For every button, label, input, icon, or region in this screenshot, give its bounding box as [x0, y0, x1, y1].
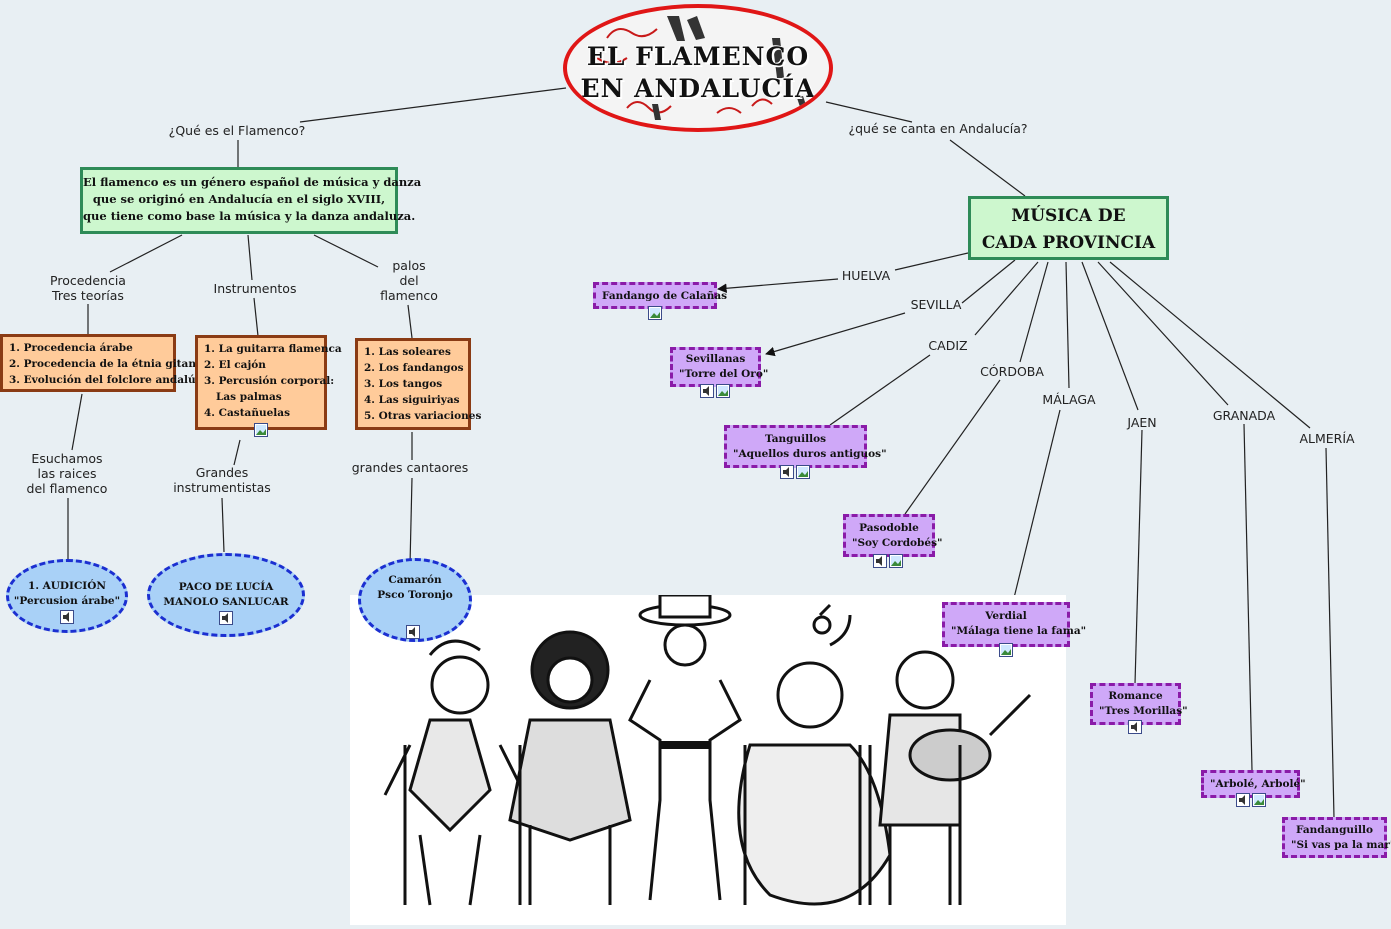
link-label-sevilla: SEVILLA: [910, 297, 962, 312]
link-label-jaen: JAEN: [1127, 415, 1157, 430]
cordoba-attachments: [873, 554, 903, 568]
musica-provincia-node[interactable]: MÚSICA DE CADA PROVINCIA: [968, 196, 1169, 260]
instrumentos-attachments: [254, 423, 268, 437]
sevilla-attachments: [700, 384, 730, 398]
picture-icon[interactable]: [1252, 793, 1266, 807]
link-label-malaga: MÁLAGA: [1042, 392, 1096, 407]
jaen-attachments: [1128, 720, 1142, 734]
speaker-icon[interactable]: [700, 384, 714, 398]
procedencia-list-node[interactable]: 1. Procedencia árabe 2. Procedencia de l…: [0, 334, 203, 392]
speaker-icon[interactable]: [1236, 793, 1250, 807]
speaker-icon[interactable]: [780, 465, 794, 479]
definition-node[interactable]: El flamenco es un género español de músi…: [80, 167, 421, 234]
picture-icon[interactable]: [648, 306, 662, 320]
flamenco-illustration: [350, 593, 1066, 925]
speaker-icon[interactable]: [1128, 720, 1142, 734]
picture-icon[interactable]: [999, 643, 1013, 657]
title-line-2: EN ANDALUCÍA: [580, 74, 816, 103]
palos-list-node[interactable]: 1. Las soleares 2. Los fandangos 3. Los …: [355, 338, 481, 430]
malaga-attachments: [999, 643, 1013, 657]
huelva-attachments: [648, 306, 662, 320]
song-granada-node[interactable]: "Arbolé, Arbolé": [1201, 770, 1306, 798]
speaker-icon[interactable]: [219, 611, 233, 625]
picture-icon[interactable]: [716, 384, 730, 398]
picture-icon[interactable]: [254, 423, 268, 437]
speaker-icon[interactable]: [406, 625, 420, 639]
camaron-attachments: [406, 625, 420, 639]
song-jaen-node[interactable]: Romance "Tres Morillas": [1090, 683, 1188, 725]
link-label-que-es: ¿Qué es el Flamenco?: [168, 123, 306, 138]
speaker-icon[interactable]: [873, 554, 887, 568]
link-label-granada: GRANADA: [1212, 408, 1276, 423]
granada-attachments: [1236, 793, 1266, 807]
song-sevilla-node[interactable]: Sevillanas "Torre del Oro": [670, 347, 768, 387]
link-label-huelva: HUELVA: [841, 268, 891, 283]
title-node[interactable]: EL FLAMENCO EN ANDALUCÍA: [563, 4, 833, 132]
link-label-cordoba: CÓRDOBA: [980, 364, 1044, 379]
picture-icon[interactable]: [889, 554, 903, 568]
link-label-almeria: ALMERÍA: [1299, 431, 1355, 446]
song-malaga-node[interactable]: Verdial "Málaga tiene la fama": [942, 602, 1086, 647]
title-line-1: EL FLAMENCO: [586, 42, 810, 71]
speaker-icon[interactable]: [60, 610, 74, 624]
flamenco-performers-icon: [383, 593, 1032, 906]
song-almeria-node[interactable]: Fandanguillo "Si vas pa la mar": [1282, 817, 1391, 858]
song-huelva-node[interactable]: Fandango de Calañas: [593, 282, 727, 309]
dancers-decoration-icon: [596, 16, 809, 120]
link-label-que-se-canta: ¿qué se canta en Andalucía?: [848, 121, 1028, 136]
song-cadiz-node[interactable]: Tanguillos "Aquellos duros antiguos": [724, 425, 887, 468]
song-cordoba-node[interactable]: Pasodoble "Soy Cordobés": [843, 514, 942, 557]
link-label-cadiz: CADIZ: [928, 338, 968, 353]
paco-de-lucia-node[interactable]: PACO DE LUCÍA MANOLO SANLUCAR: [147, 553, 305, 637]
picture-icon[interactable]: [796, 465, 810, 479]
audicion-attachments: [60, 610, 74, 624]
link-label-grandes-cantaores: grandes cantaores: [351, 460, 469, 475]
instrumentos-list-node[interactable]: 1. La guitarra flamenca 2. El cajón 3. P…: [195, 335, 342, 430]
cadiz-attachments: [780, 465, 810, 479]
link-label-instrumentos: Instrumentos: [213, 281, 297, 296]
paco-attachments: [219, 611, 233, 625]
